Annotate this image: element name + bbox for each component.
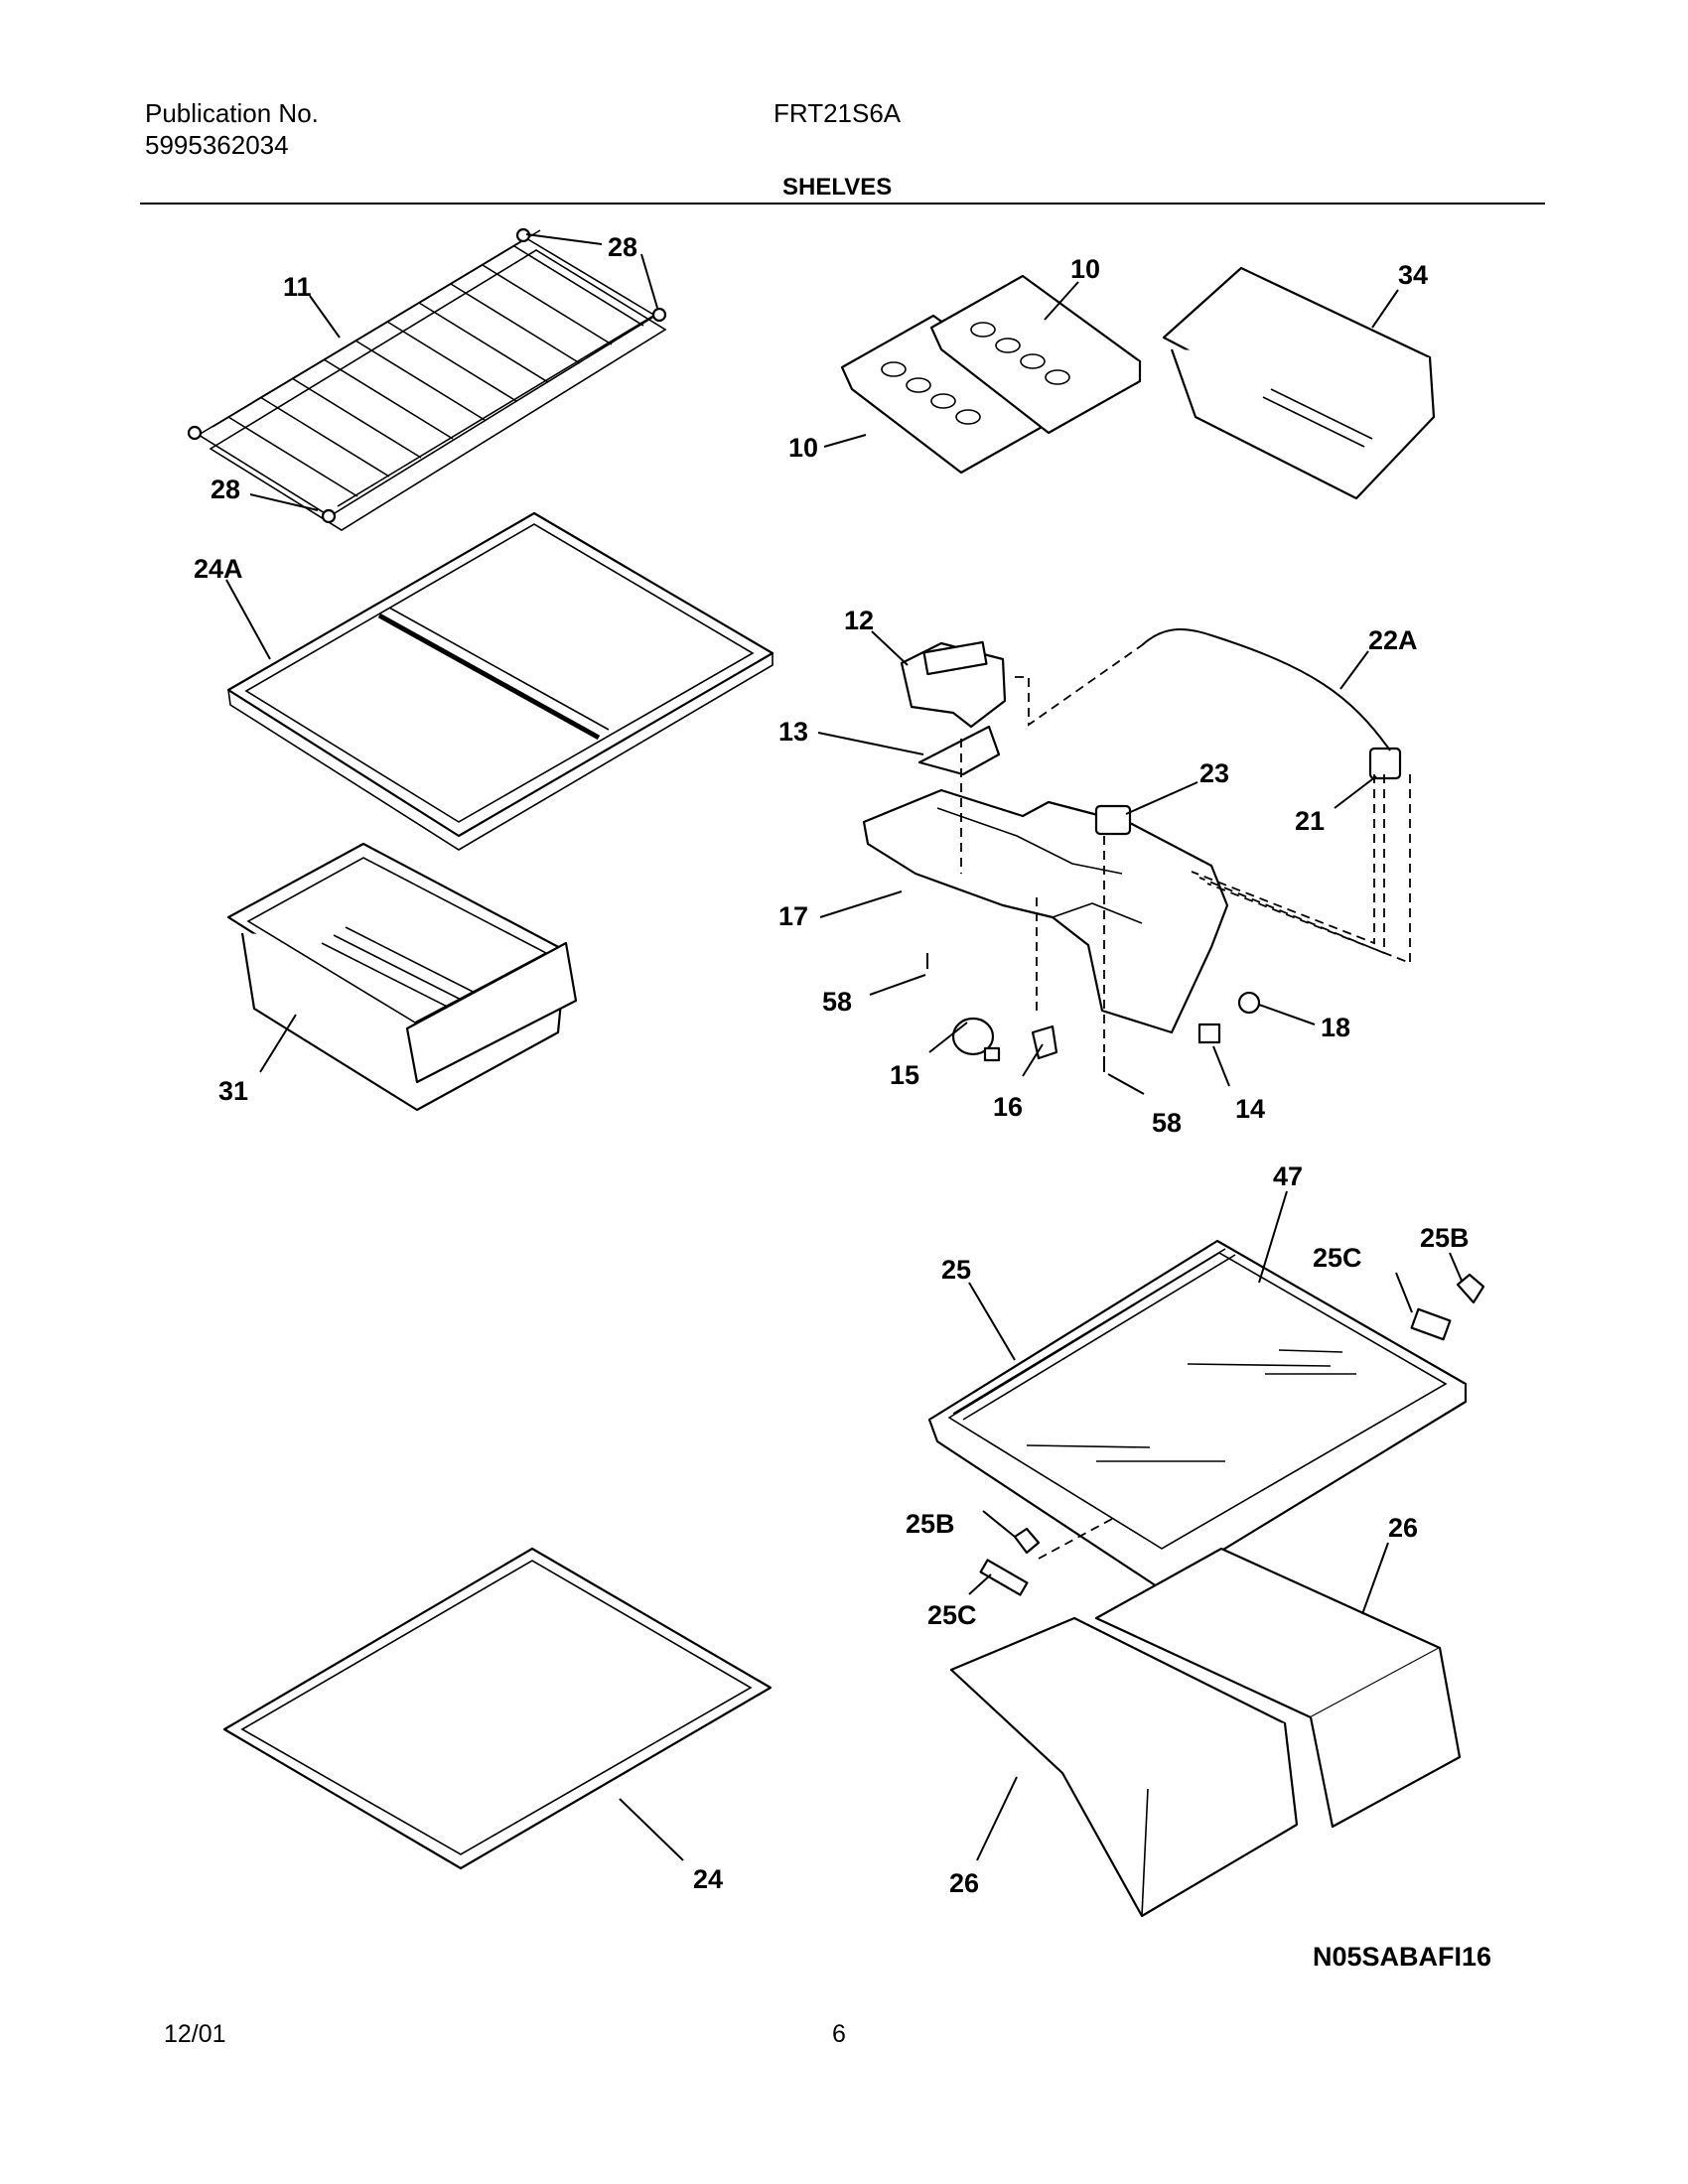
crisper-drawers-drawing (949, 1547, 1462, 1918)
bin-34-drawing (1162, 266, 1436, 500)
callout-11: 11 (283, 272, 312, 302)
callout-22a: 22A (1368, 625, 1418, 655)
callout-15: 15 (890, 1060, 919, 1090)
callout-16: 16 (993, 1092, 1023, 1122)
callout-25c-bottom: 25C (927, 1600, 977, 1630)
callout-leaders (225, 233, 1463, 1861)
callout-12: 12 (844, 606, 874, 635)
callout-58-right: 58 (1152, 1108, 1182, 1138)
publication-label: Publication No. (145, 98, 319, 128)
callout-17: 17 (778, 901, 808, 931)
page-number: 6 (832, 2020, 846, 2048)
callout-25b-top: 25B (1420, 1223, 1470, 1253)
section-title: SHELVES (782, 174, 893, 201)
callout-14: 14 (1235, 1094, 1265, 1124)
callout-24: 24 (693, 1864, 723, 1894)
callout-28-top: 28 (608, 232, 637, 262)
publication-date: 12/01 (164, 2020, 226, 2048)
callout-10-top: 10 (1070, 254, 1100, 284)
callout-18: 18 (1321, 1013, 1350, 1042)
callout-10-bottom: 10 (788, 433, 818, 463)
callout-24a: 24A (194, 554, 243, 584)
callout-26-bottom: 26 (949, 1868, 979, 1898)
callout-26-top: 26 (1388, 1513, 1418, 1543)
callout-25c-top: 25C (1313, 1243, 1362, 1273)
publication-number: 5995362034 (145, 130, 289, 160)
callout-13: 13 (778, 717, 808, 747)
callout-31: 31 (218, 1076, 248, 1106)
model-number: FRT21S6A (774, 98, 902, 128)
pan-31-drawing (226, 842, 578, 1112)
callout-47: 47 (1273, 1161, 1303, 1191)
callout-labels: 11 28 28 24A 31 10 10 34 12 13 22A 23 21… (194, 232, 1470, 1898)
callout-21: 21 (1295, 806, 1325, 836)
callout-34: 34 (1398, 260, 1428, 290)
header-rule (140, 203, 1545, 205)
callout-58-left: 58 (822, 987, 852, 1017)
callout-25b-bottom: 25B (906, 1509, 955, 1539)
glass-shelf-24a-drawing (226, 511, 774, 851)
image-code: N05SABAFI16 (1313, 1942, 1492, 1972)
light-assembly-drawing (862, 628, 1411, 1072)
callout-25: 25 (941, 1255, 971, 1285)
wire-shelf-drawing (187, 227, 667, 531)
ice-trays-drawing (840, 274, 1142, 475)
glass-shelf-24-drawing (222, 1547, 773, 1870)
callout-23: 23 (1199, 758, 1229, 788)
callout-28-bottom: 28 (211, 475, 240, 504)
